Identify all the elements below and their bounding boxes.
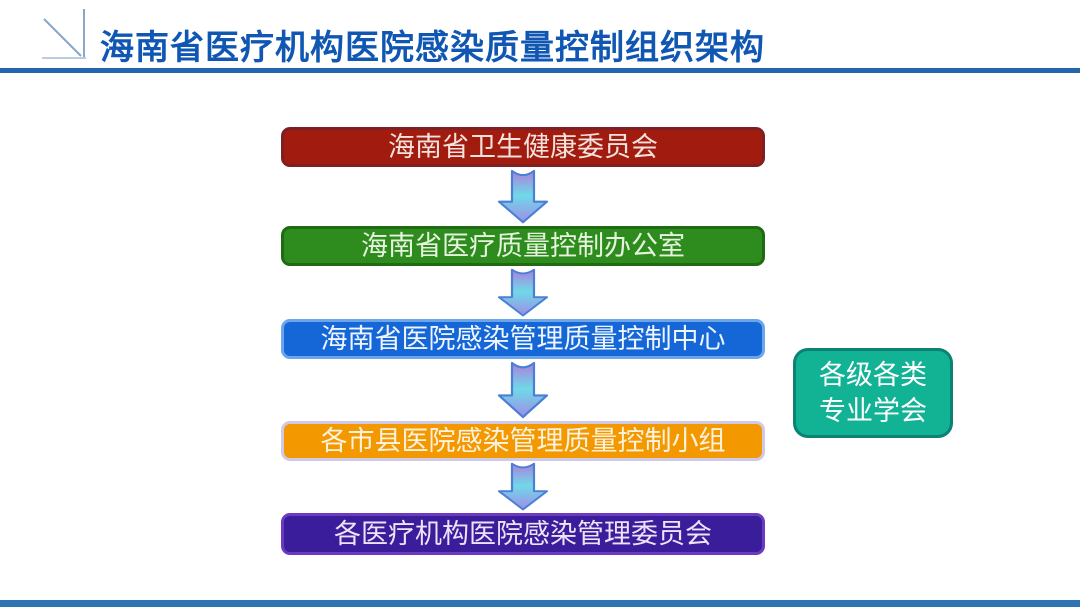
page-title: 海南省医疗机构医院感染质量控制组织架构 [100,29,765,67]
side-box-professional-societies: 各级各类 专业学会 [793,348,953,438]
node-provincial-health-commission: 海南省卫生健康委员会 [281,127,765,167]
title-underline [0,68,1080,73]
footer-bar [0,600,1080,607]
corner-lines-icon [42,9,86,59]
side-box-line1: 各级各类 [819,359,927,390]
node-provincial-medical-quality-control-office: 海南省医疗质量控制办公室 [281,226,765,266]
down-arrow-2-icon [497,268,549,317]
down-arrow-4-icon [497,462,549,511]
down-arrow-1-icon [497,169,549,224]
side-box-line2: 专业学会 [819,396,927,426]
node-institution-infection-committees: 各医疗机构医院感染管理委员会 [281,513,765,555]
node-city-county-infection-qc-groups: 各市县医院感染管理质量控制小组 [281,421,765,461]
down-arrow-3-icon [497,361,549,419]
node-provincial-hospital-infection-qc-center: 海南省医院感染管理质量控制中心 [281,319,765,359]
